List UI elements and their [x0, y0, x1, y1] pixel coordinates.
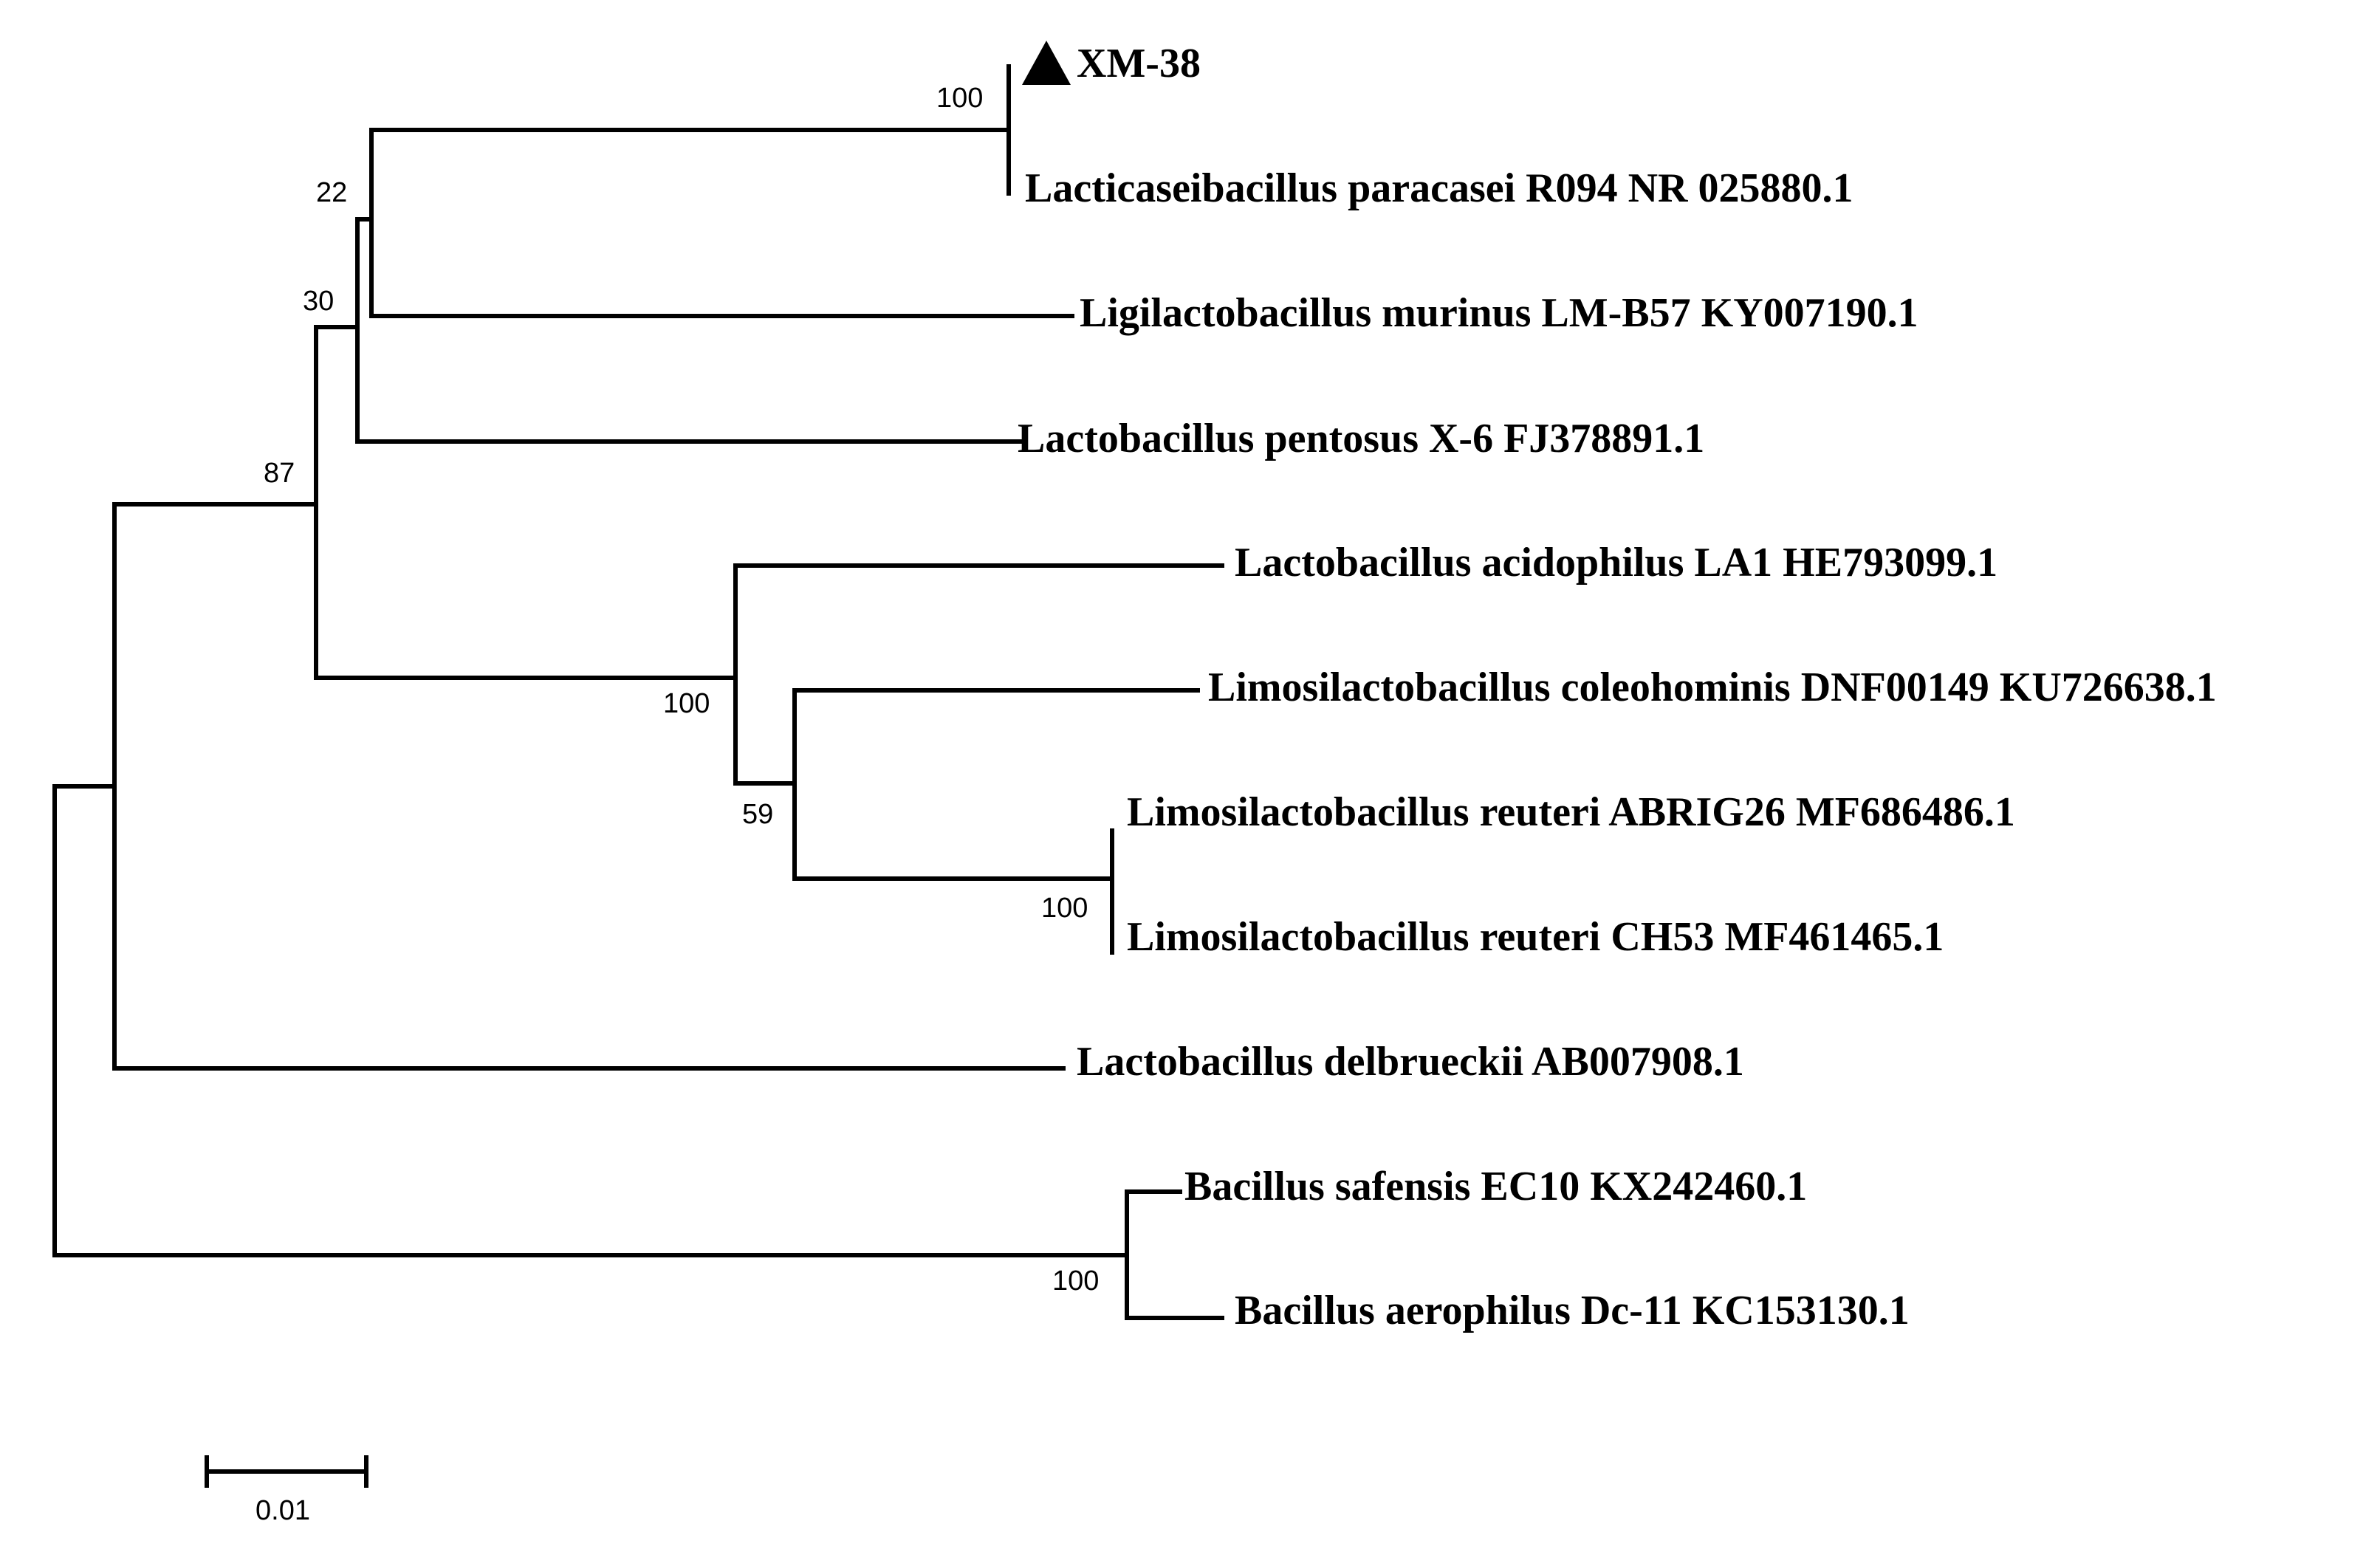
taxon-label-aerophilus: Bacillus aerophilus Dc-11 KC153130.1: [1235, 1288, 1910, 1333]
taxon-label-paracasei: Lacticaseibacillus paracasei R094 NR 025…: [1025, 165, 1853, 211]
taxon-label-delbrueckii: Lactobacillus delbrueckii AB007908.1: [1077, 1039, 1744, 1085]
taxon-label-pentosus: Lactobacillus pentosus X-6 FJ378891.1: [1018, 416, 1704, 461]
bootstrap-label: 100: [663, 688, 710, 719]
taxon-label-coleohominis: Limosilactobacillus coleohominis DNF0014…: [1208, 665, 2217, 710]
taxon-label-reuteri-abrig26: Limosilactobacillus reuteri ABRIG26 MF68…: [1127, 789, 2015, 835]
bootstrap-label: 30: [303, 286, 334, 317]
scale-bar-label: 0.01: [256, 1495, 310, 1526]
bootstrap-label: 100: [1041, 893, 1088, 924]
scale-bar: 0.01: [205, 1455, 368, 1526]
bootstrap-label: 59: [742, 799, 773, 830]
tree-branches: [52, 64, 1224, 1320]
filled-triangle-icon: [1022, 41, 1071, 85]
bootstrap-labels: 100 22 30 87 100 59 100 100: [264, 83, 1099, 1297]
taxon-labels: XM-38 Lacticaseibacillus paracasei R094 …: [1018, 41, 2217, 1333]
bootstrap-label: 87: [264, 458, 295, 489]
bootstrap-label: 22: [316, 177, 347, 208]
taxon-label-acidophilus: Lactobacillus acidophilus LA1 HE793099.1: [1235, 540, 1997, 586]
bootstrap-label: 100: [936, 83, 983, 114]
taxon-label-murinus: Ligilactobacillus murinus LM-B57 KY00719…: [1080, 290, 1918, 336]
taxon-label-reuteri-ch53: Limosilactobacillus reuteri CH53 MF46146…: [1127, 914, 1944, 960]
bootstrap-label: 100: [1052, 1266, 1099, 1297]
taxon-label-safensis: Bacillus safensis EC10 KX242460.1: [1184, 1164, 1807, 1209]
taxon-label-xm38: XM-38: [1077, 41, 1201, 86]
